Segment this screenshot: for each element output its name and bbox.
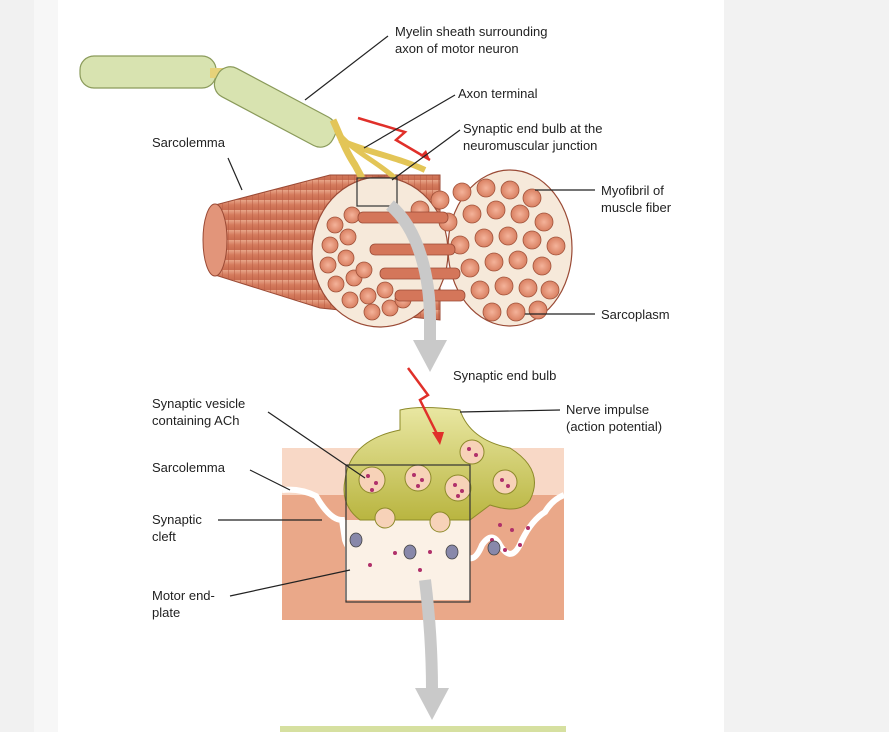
label-nerve-impulse-2: (action potential) xyxy=(566,419,662,434)
myelinated-axon xyxy=(80,56,425,178)
label-myofibril-2: muscle fiber xyxy=(601,200,672,215)
label-synaptic-cleft-2: cleft xyxy=(152,529,176,544)
label-synaptic-vesicle-2: containing ACh xyxy=(152,413,239,428)
label-motor-end-plate: Motor end- xyxy=(152,588,215,603)
label-synaptic-cleft: Synaptic xyxy=(152,512,202,527)
label-myofibril: Myofibril of xyxy=(601,183,664,198)
label-sarcoplasm: Sarcoplasm xyxy=(601,307,670,322)
label-axon-terminal: Axon terminal xyxy=(458,86,538,101)
next-panel-edge xyxy=(280,726,566,732)
label-synaptic-end-bulb: Synaptic end bulb xyxy=(453,368,556,383)
label-nerve-impulse: Nerve impulse xyxy=(566,402,649,417)
label-end-bulb-nmj: Synaptic end bulb at the xyxy=(463,121,603,136)
label-sarcolemma-bottom: Sarcolemma xyxy=(152,460,226,475)
label-myelin-sheath: Myelin sheath surrounding xyxy=(395,24,547,39)
label-motor-end-plate-2: plate xyxy=(152,605,180,620)
label-end-bulb-nmj-2: neuromuscular junction xyxy=(463,138,597,153)
label-synaptic-vesicle: Synaptic vesicle xyxy=(152,396,245,411)
label-sarcolemma-top: Sarcolemma xyxy=(152,135,226,150)
label-myelin-sheath-2: axon of motor neuron xyxy=(395,41,519,56)
